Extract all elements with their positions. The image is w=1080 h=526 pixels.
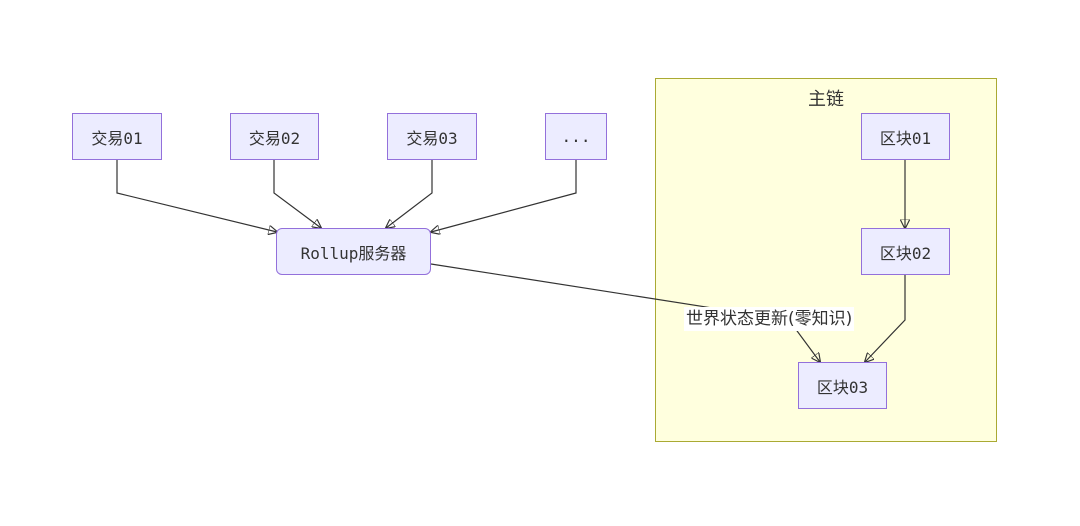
edge-tx2-rollup: [273, 160, 321, 228]
edge-tx1-rollup: [116, 160, 277, 232]
edge-tx3-rollup: [386, 160, 433, 228]
cluster-label: 主链: [808, 89, 844, 110]
node-rollup-server: Rollup服务器: [276, 228, 431, 275]
node-block02: 区块02: [861, 228, 950, 275]
node-tx02: 交易02: [230, 113, 319, 160]
node-block03: 区块03: [798, 362, 887, 409]
edge-more-rollup: [431, 160, 577, 232]
edge-block2-block3: [865, 275, 906, 362]
node-tx01: 交易01: [72, 113, 162, 160]
edge-label-world-state-update: 世界状态更新(零知识): [684, 307, 855, 331]
node-more: ...: [545, 113, 607, 160]
node-tx03: 交易03: [387, 113, 477, 160]
node-block01: 区块01: [861, 113, 950, 160]
